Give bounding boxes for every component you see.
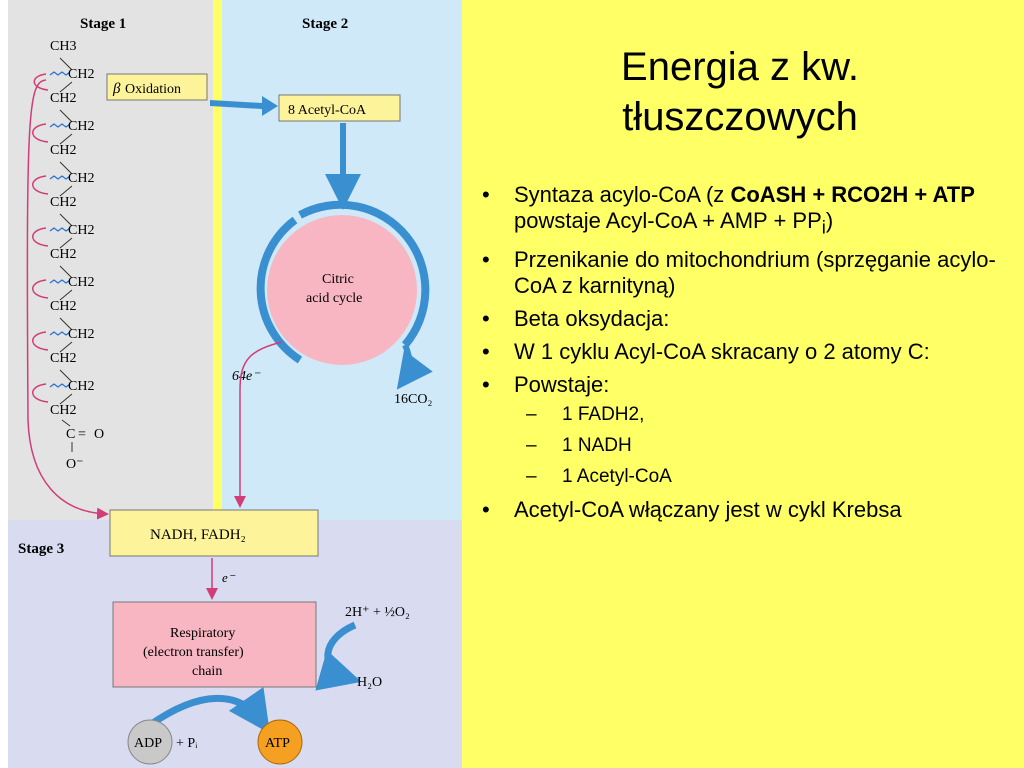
bullet-text: Beta oksydacja:: [514, 306, 670, 332]
citric-acid-cycle: [267, 215, 417, 365]
chain-group: CH2: [68, 275, 94, 290]
acetyl-coa-box: [278, 94, 401, 122]
chain-group: CH2: [68, 379, 94, 394]
bullet-item: Acetyl-CoA włączany jest w cykl Krebsa: [476, 497, 996, 523]
chain-group: CH2: [68, 327, 94, 342]
respiratory-chain-box: [112, 601, 317, 688]
chain-group: CH2: [68, 223, 94, 238]
beta-oxidation-loops: [26, 73, 109, 520]
chain-group: CH2: [50, 91, 76, 106]
oxygen-label: 2H⁺ + ½O₂: [345, 605, 410, 620]
chain-group: CH2: [50, 247, 76, 262]
cleavage-marks: [49, 71, 71, 388]
bullet-item: Beta oksydacja:: [476, 306, 996, 332]
title-line-1: Energia z kw.: [621, 45, 859, 89]
adp-to-atp-arrow: [147, 687, 270, 734]
citric-label-1: Citric: [322, 272, 354, 287]
stage3-label: Stage 3: [18, 541, 64, 557]
chain-group: CH3: [50, 39, 76, 54]
acetyl-coa-label: 8 Acetyl-CoA: [288, 103, 367, 118]
chain-group: CH2: [68, 171, 94, 186]
carboxyl-double-bond: =: [78, 427, 86, 442]
cycle-to-nadh-arrow: [234, 341, 283, 508]
fatty-acid-chain: [59, 57, 73, 452]
sub-item: 1 NADH: [514, 435, 996, 457]
electrons-64: 64e⁻: [232, 369, 261, 384]
metabolism-diagram: Stage 1 Stage 2 Stage 3 CH3 CH2 CH2 CH2 …: [0, 0, 462, 768]
resp-label-3: chain: [192, 664, 222, 679]
bullet-text: Powstaje:: [514, 372, 610, 398]
chain-group: CH2: [50, 299, 76, 314]
carboxylate-oxygen: O⁻: [66, 457, 84, 472]
cycle-arrow-left: [256, 216, 303, 364]
stage1-label: Stage 1: [80, 16, 126, 32]
bullet-item: Powstaje: 1 FADH2, 1 NADH 1 Acetyl-CoA: [476, 372, 996, 488]
atp-label: ATP: [265, 736, 290, 751]
bullet-item: Przenikanie do mitochondrium (sprzęganie…: [476, 247, 996, 299]
chain-group: CH2: [50, 403, 76, 418]
nadh-fadh2-label: NADH, FADH₂: [150, 527, 246, 543]
carboxyl-oxygen: O: [94, 427, 104, 442]
adp-label: ADP: [134, 736, 162, 751]
bullet-item: Syntaza acylo-CoA (z CoASH + RCO2H + ATP…: [476, 182, 996, 240]
co2-arrow: [396, 343, 433, 390]
nadh-fadh2-box: [109, 509, 319, 557]
stage2-label: Stage 2: [302, 16, 348, 32]
bullet-item: W 1 cyklu Acyl-CoA skracany o 2 atomy C:: [476, 339, 996, 365]
slide-title: Energia z kw. tłuszczowych: [490, 42, 990, 142]
water-label: H₂O: [357, 675, 382, 690]
title-line-2: tłuszczowych: [622, 95, 858, 139]
beta-symbol: β: [112, 81, 121, 97]
citric-label-2: acid cycle: [306, 291, 362, 306]
bullet-text: ): [825, 208, 834, 233]
electron-label: e⁻: [222, 570, 236, 585]
chain-group: CH2: [68, 67, 94, 82]
chain-group: CH2: [50, 351, 76, 366]
chain-group: CH2: [50, 143, 76, 158]
oxygen-to-water-arrow: [315, 621, 362, 691]
beta-oxidation-box: [106, 73, 208, 101]
bullet-text: Syntaza acylo-CoA (z: [514, 182, 731, 207]
bullet-text: W 1 cyklu Acyl-CoA skracany o 2 atomy C:: [514, 339, 930, 365]
to-acetyl-arrow: [210, 96, 278, 116]
sub-list: 1 FADH2, 1 NADH 1 Acetyl-CoA: [514, 404, 996, 488]
sub-item: 1 Acetyl-CoA: [514, 466, 996, 488]
carboxyl-carbon: C: [66, 427, 75, 442]
resp-label-1: Respiratory: [170, 626, 235, 641]
bullet-list: Syntaza acylo-CoA (z CoASH + RCO2H + ATP…: [476, 182, 996, 530]
adp-circle: [127, 719, 173, 765]
subscript: i: [821, 216, 826, 238]
chain-group: CH2: [68, 119, 94, 134]
beta-oxidation-label: Oxidation: [125, 82, 181, 97]
co2-label: 16CO₂: [394, 392, 432, 407]
atp-circle: [257, 719, 303, 765]
bullet-text: Przenikanie do mitochondrium (sprzęganie…: [514, 247, 996, 299]
chain-group: CH2: [50, 195, 76, 210]
bullet-text: powstaje Acyl-CoA + AMP + PP: [514, 208, 822, 233]
pi-label: + Pᵢ: [176, 736, 198, 751]
cycle-arrow: [298, 200, 430, 348]
resp-label-2: (electron transfer): [143, 645, 244, 660]
bullet-bold-text: CoASH + RCO2H + ATP: [730, 182, 975, 207]
sub-item: 1 FADH2,: [514, 404, 996, 426]
bullet-text: Acetyl-CoA włączany jest w cykl Krebsa: [514, 497, 902, 523]
